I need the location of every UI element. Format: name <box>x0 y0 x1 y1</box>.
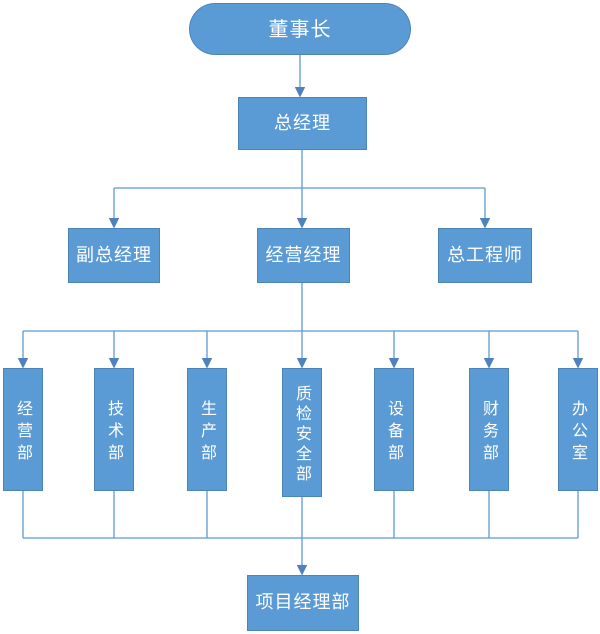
node-operations-manager: 经营经理 <box>257 228 350 283</box>
node-dept-equipment: 设备部 <box>374 368 414 491</box>
node-general-manager-label: 总经理 <box>274 112 331 134</box>
node-dept-finance: 财务部 <box>469 368 509 491</box>
node-operations-manager-label: 经营经理 <box>265 244 342 266</box>
node-dept-business-label: 经营部 <box>14 399 33 466</box>
node-project-manager-dept-label: 项目经理部 <box>255 592 351 613</box>
node-dept-technology: 技术部 <box>94 368 134 491</box>
node-chairman-label: 董事长 <box>268 17 332 41</box>
node-dept-production: 生产部 <box>187 368 227 491</box>
node-dept-quality-safety-label: 质检安全部 <box>293 384 312 485</box>
connector-departments-to-project <box>22 491 579 576</box>
node-dept-office-label: 办公室 <box>569 399 588 466</box>
node-dept-finance-label: 财务部 <box>480 399 499 466</box>
node-chief-engineer-label: 总工程师 <box>447 244 523 266</box>
node-deputy-general-manager: 副总经理 <box>68 228 160 283</box>
node-dept-equipment-label: 设备部 <box>385 399 404 466</box>
node-dept-production-label: 生产部 <box>198 399 217 466</box>
node-chairman: 董事长 <box>189 3 411 55</box>
node-dept-office: 办公室 <box>558 368 598 491</box>
node-dept-technology-label: 技术部 <box>105 399 124 466</box>
node-dept-business: 经营部 <box>3 368 43 491</box>
connector-gm-to-managers <box>108 150 491 229</box>
node-general-manager: 总经理 <box>238 97 367 150</box>
node-deputy-general-manager-label: 副总经理 <box>76 244 152 266</box>
connector-ops-to-departments <box>17 283 584 369</box>
node-chief-engineer: 总工程师 <box>438 228 532 283</box>
node-project-manager-dept: 项目经理部 <box>247 575 359 631</box>
node-dept-quality-safety: 质检安全部 <box>282 368 322 497</box>
